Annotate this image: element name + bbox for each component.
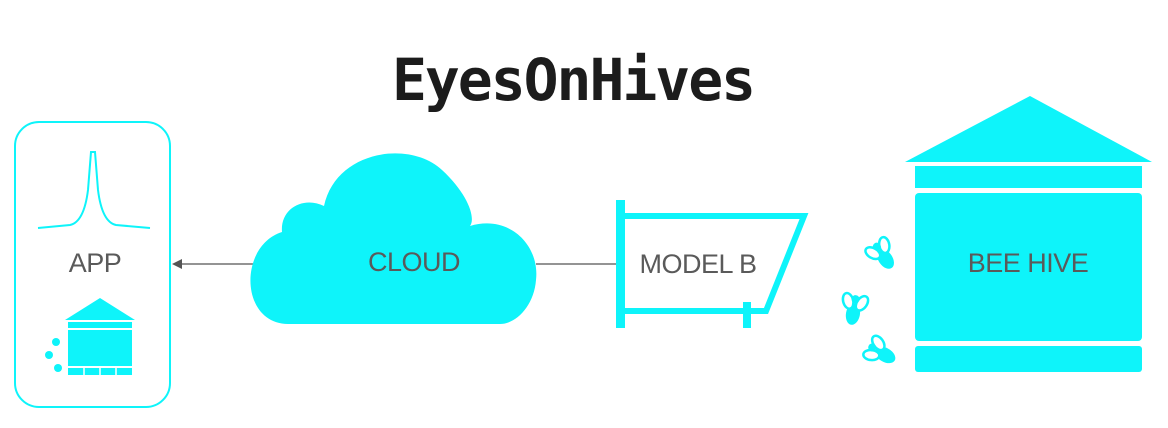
cloud-label: CLOUD <box>368 247 460 277</box>
cloud-node: CLOUD <box>250 153 537 324</box>
model-sign-board <box>619 213 809 314</box>
model-node: MODEL B <box>616 200 809 328</box>
mini-hive-icon <box>45 298 135 375</box>
waveform-icon <box>37 151 151 229</box>
app-node: APP <box>14 121 171 408</box>
app-label: APP <box>69 248 122 278</box>
hive-lid <box>915 166 1142 188</box>
model-label: MODEL B <box>639 249 756 279</box>
model-post-right <box>743 302 751 328</box>
hive-base <box>915 346 1142 372</box>
diagram-title: EyesOnHives <box>392 46 754 114</box>
cloud-shape <box>250 153 537 324</box>
hive-body <box>915 193 1142 341</box>
hive-node: BEE HIVE <box>905 96 1152 372</box>
arrowhead-icon <box>172 259 182 269</box>
bee-icon <box>835 231 906 375</box>
hive-roof <box>905 96 1152 162</box>
hive-label: BEE HIVE <box>968 248 1089 278</box>
app-frame <box>14 121 171 408</box>
